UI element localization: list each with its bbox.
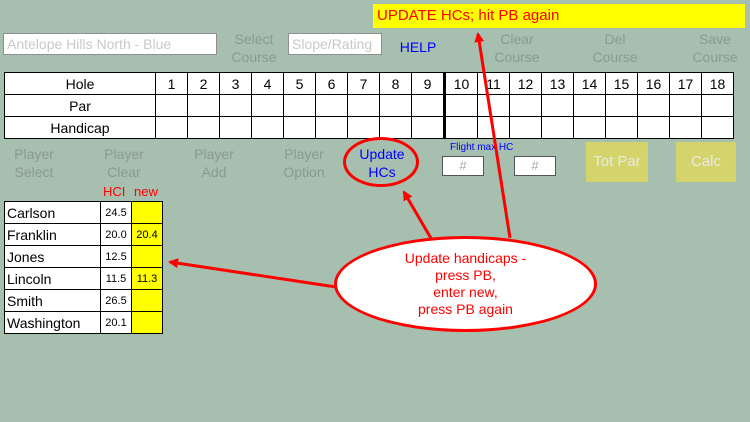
players-table: Carlson 24.5 Franklin 20.0 20.4 Jones 12… (4, 201, 163, 334)
hci-column-label: HCI (103, 184, 126, 199)
player-name: Carlson (4, 201, 101, 224)
callout-line1: Update handicaps - (404, 250, 527, 266)
player-add-line1: Player (194, 146, 234, 162)
save-course-button[interactable]: Save Course (680, 30, 750, 66)
save-course-line2: Course (692, 49, 738, 65)
arrow-to-banner (474, 32, 512, 239)
player-new-hc-input[interactable] (131, 289, 163, 312)
update-hcs-line2: HCs (368, 164, 396, 180)
new-column-label: new (134, 184, 158, 199)
player-row[interactable]: Lincoln 11.5 11.3 (4, 267, 163, 290)
clear-course-line2: Course (494, 49, 540, 65)
player-add-button[interactable]: Player Add (184, 145, 244, 181)
player-select-line1: Player (14, 146, 54, 162)
instruction-callout: Update handicaps - press PB, enter new, … (334, 236, 597, 332)
select-course-line2: Course (231, 49, 277, 65)
help-button[interactable]: HELP (399, 39, 437, 55)
tot-par-button[interactable]: Tot Par (586, 142, 648, 182)
del-course-line2: Course (592, 49, 638, 65)
player-clear-line2: Clear (107, 164, 141, 180)
del-course-line1: Del (604, 31, 626, 47)
hole-number: 13 (541, 72, 574, 95)
save-course-line1: Save (699, 31, 731, 47)
flight-max-hc-label: Flight max HC (450, 142, 514, 153)
calc-button[interactable]: Calc (676, 142, 736, 182)
handicap-row: Handicap (4, 116, 734, 139)
callout-line2: press PB, (435, 267, 496, 283)
arrow-to-update-hcs (402, 190, 434, 241)
slope-rating-input[interactable]: Slope/Rating (288, 33, 382, 55)
player-hci: 20.1 (100, 311, 132, 334)
player-option-line2: Option (283, 164, 325, 180)
player-option-button[interactable]: Player Option (274, 145, 334, 181)
hole-table: Hole 1 2 3 4 5 6 7 8 9 10 11 12 13 14 15… (4, 72, 734, 139)
player-hci: 12.5 (100, 245, 132, 268)
player-add-line2: Add (201, 164, 227, 180)
clear-course-button[interactable]: Clear Course (482, 30, 552, 66)
del-course-button[interactable]: Del Course (580, 30, 650, 66)
update-hcs-button[interactable]: Update HCs (350, 145, 414, 181)
player-option-line1: Player (284, 146, 324, 162)
player-clear-line1: Player (104, 146, 144, 162)
handicap-label: Handicap (4, 116, 156, 139)
hole-row: Hole 1 2 3 4 5 6 7 8 9 10 11 12 13 14 15… (4, 72, 734, 95)
update-banner: UPDATE HCs; hit PB again (373, 4, 745, 28)
player-new-hc-input[interactable] (131, 311, 163, 334)
select-course-button[interactable]: Select Course (224, 30, 284, 66)
player-name: Lincoln (4, 267, 101, 290)
callout-line3: enter new, (433, 284, 498, 300)
callout-line4: press PB again (418, 301, 513, 317)
player-name: Jones (4, 245, 101, 268)
clear-course-line1: Clear (500, 31, 534, 47)
player-row[interactable]: Washington 20.1 (4, 311, 163, 334)
player-row[interactable]: Carlson 24.5 (4, 201, 163, 224)
player-clear-button[interactable]: Player Clear (94, 145, 154, 181)
player-row[interactable]: Smith 26.5 (4, 289, 163, 312)
hole-number: 18 (701, 72, 734, 95)
player-new-hc-input[interactable] (131, 245, 163, 268)
player-select-line2: Select (14, 164, 54, 180)
handicap-cell[interactable] (701, 116, 734, 139)
hole-number: 14 (573, 72, 606, 95)
player-select-button[interactable]: Player Select (4, 145, 64, 181)
flight-max-hc-input-2[interactable]: # (514, 156, 556, 176)
player-hci: 11.5 (100, 267, 132, 290)
flight-max-hc-input-1[interactable]: # (442, 156, 484, 176)
player-row[interactable]: Jones 12.5 (4, 245, 163, 268)
select-course-line1: Select (234, 31, 274, 47)
player-new-hc-input[interactable]: 11.3 (131, 267, 163, 290)
update-hcs-line1: Update (359, 146, 405, 162)
player-new-hc-input[interactable] (131, 201, 163, 224)
player-name: Washington (4, 311, 101, 334)
arrow-to-player-table (168, 258, 337, 289)
player-name: Franklin (4, 223, 101, 246)
update-hcs-highlight-ring (343, 137, 419, 187)
hole-number: 10 (443, 72, 478, 95)
course-name-input[interactable]: Antelope Hills North - Blue (3, 33, 217, 55)
player-hci: 26.5 (100, 289, 132, 312)
